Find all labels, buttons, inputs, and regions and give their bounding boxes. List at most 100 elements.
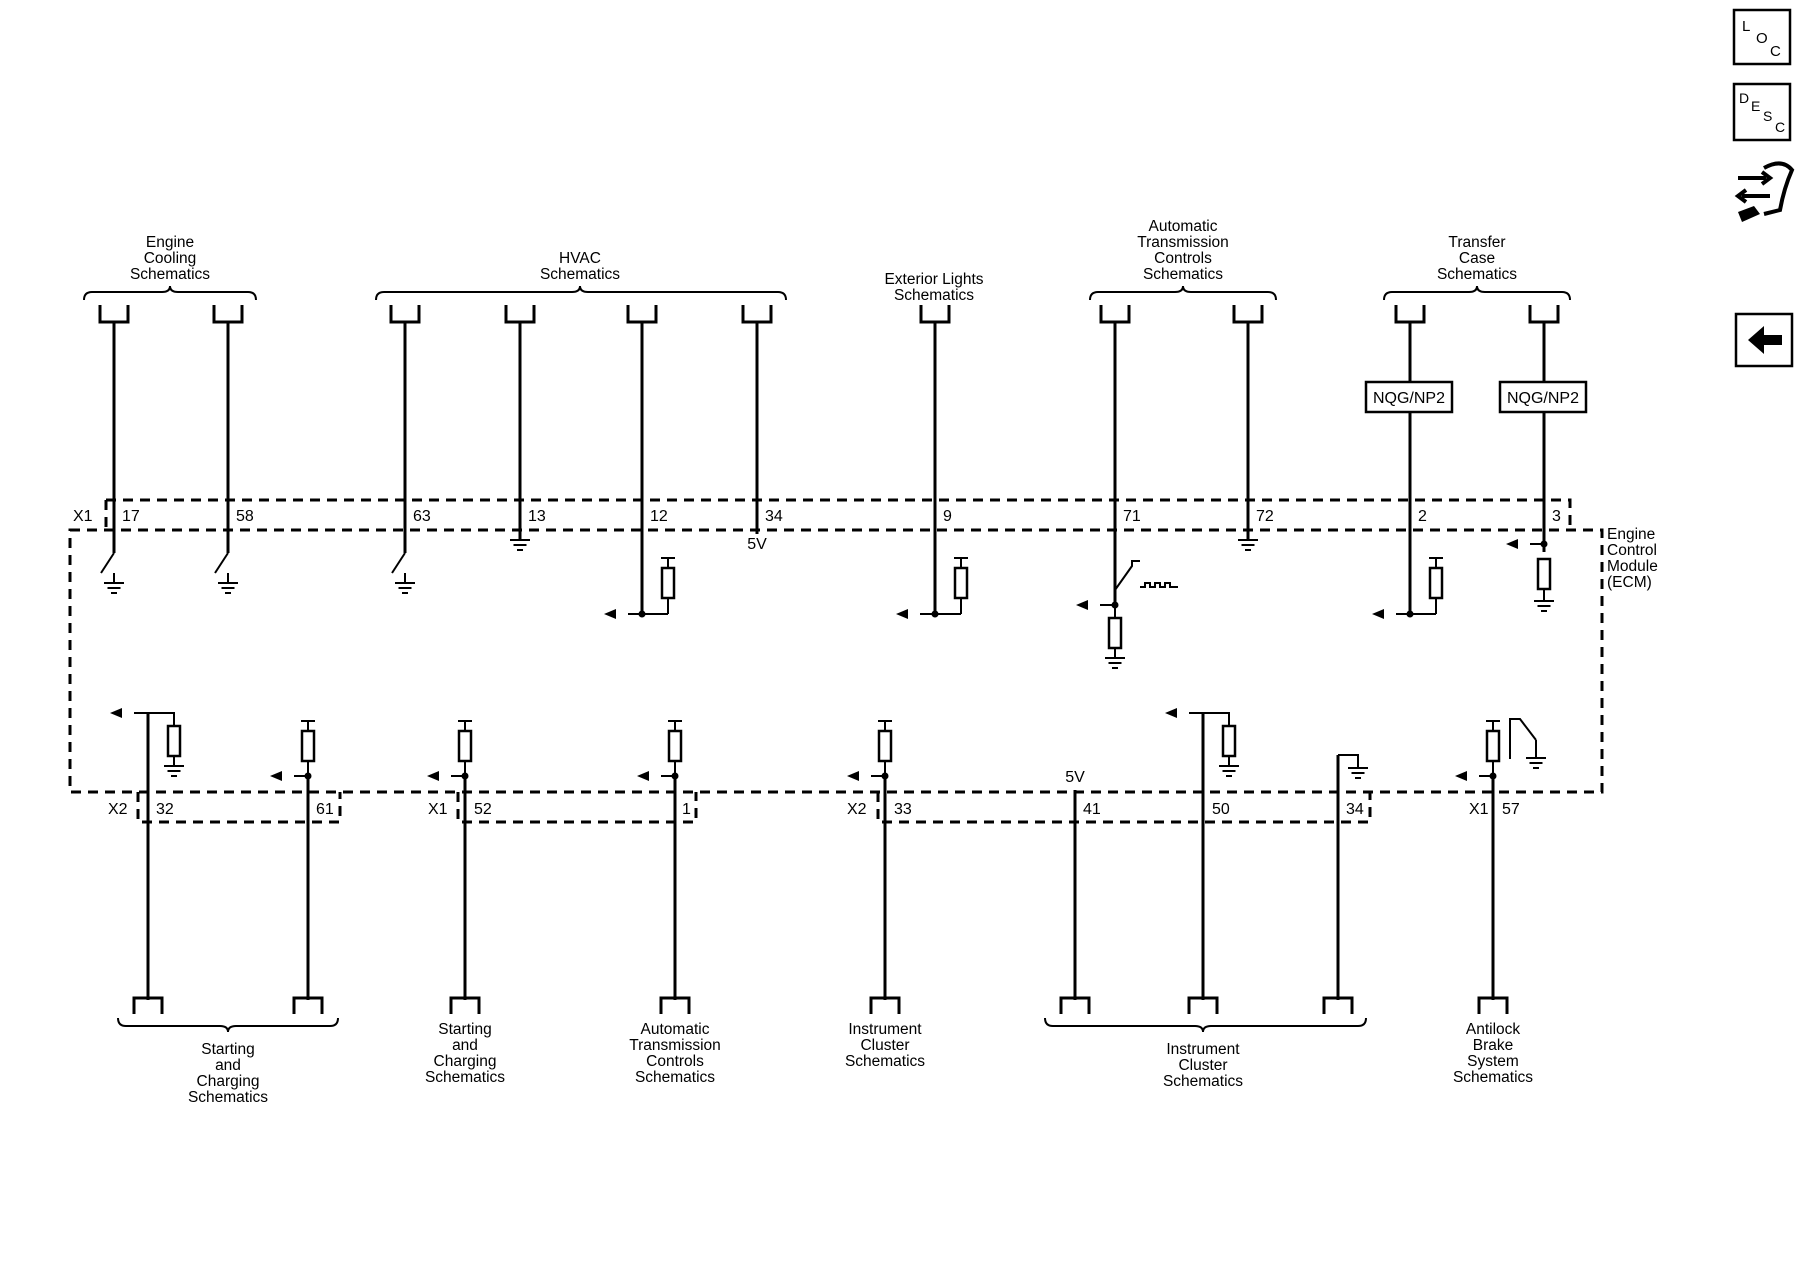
connector-wrench-icon[interactable]	[1734, 161, 1795, 222]
module-label-line: (ECM)	[1607, 574, 1652, 591]
label-line: Schematics	[635, 1069, 715, 1086]
label-line: Cluster	[1178, 1057, 1227, 1074]
desc-letter: E	[1751, 98, 1760, 114]
label-line: Engine	[146, 234, 194, 251]
label-line: and	[215, 1057, 241, 1074]
group-brace	[375, 285, 787, 301]
bottom-wires	[110, 708, 1547, 1000]
option-code-box-2: NQG/NP2	[1498, 380, 1588, 414]
group-brace	[1383, 285, 1571, 301]
module-label-line: Control	[1607, 542, 1657, 559]
pin-number: 50	[1212, 801, 1230, 818]
pin-number: 17	[122, 508, 140, 525]
label-line: Controls	[1154, 250, 1212, 267]
top-connector-outline	[106, 498, 1572, 530]
pin-number: 9	[943, 508, 952, 525]
label-line: Schematics	[130, 266, 210, 283]
label-line: Schematics	[845, 1053, 925, 1070]
pin-number: 71	[1123, 508, 1141, 525]
pin-number: 12	[650, 508, 668, 525]
top-pin-labels: 17 58 63 13 12 34 9 71 72 2 3	[122, 508, 1561, 525]
label-line: Schematics	[188, 1089, 268, 1106]
bottom-group-starting-charging-mid[interactable]: Starting and Charging Schematics	[425, 1021, 505, 1086]
label-line: Exterior Lights	[884, 271, 983, 288]
label-line: and	[452, 1037, 478, 1054]
label-line: Schematics	[1437, 266, 1517, 283]
pin-number: 13	[528, 508, 546, 525]
group-brace	[117, 1017, 339, 1033]
top-group-exterior-lights[interactable]: Exterior Lights Schematics	[884, 271, 983, 304]
bottom-connector-outline-x2-right	[876, 792, 1372, 824]
bottom-group-starting-charging-left[interactable]: Starting and Charging Schematics	[117, 1017, 339, 1106]
back-arrow-icon	[1748, 326, 1782, 354]
top-wires	[100, 322, 1555, 669]
label-line: Transfer	[1448, 234, 1505, 251]
label-line: Instrument	[1166, 1041, 1240, 1058]
loc-letter: L	[1742, 18, 1750, 35]
label-line: Schematics	[540, 266, 620, 283]
label-line: Controls	[646, 1053, 704, 1070]
bottom-connector-outline-x2-left	[136, 792, 342, 824]
top-group-hvac[interactable]: HVAC Schematics	[375, 250, 787, 301]
label-line: Cluster	[860, 1037, 909, 1054]
pin-number: 57	[1502, 801, 1520, 818]
pin-number: 2	[1418, 508, 1427, 525]
bottom-group-auto-trans[interactable]: Automatic Transmission Controls Schemati…	[629, 1021, 721, 1086]
label-line: Schematics	[1453, 1069, 1533, 1086]
top-group-auto-trans[interactable]: Automatic Transmission Controls Schemati…	[1089, 218, 1277, 301]
pin-number: 34	[1346, 801, 1364, 818]
pin-number: 34	[765, 508, 783, 525]
label-line: Starting	[201, 1041, 254, 1058]
label-line: Case	[1459, 250, 1495, 267]
bottom-group-instrument-cluster-left[interactable]: Instrument Cluster Schematics	[845, 1021, 925, 1070]
option-code-box-1: NQG/NP2	[1364, 380, 1454, 414]
pin-number: 41	[1083, 801, 1101, 818]
connector-id: X2	[108, 801, 128, 818]
label-line: Brake	[1473, 1037, 1514, 1054]
label-line: Schematics	[1143, 266, 1223, 283]
top-group-engine-cooling[interactable]: Engine Cooling Schematics	[83, 234, 257, 301]
module-label-line: Engine	[1607, 526, 1655, 543]
label-line: Automatic	[1149, 218, 1218, 235]
loc-letter: O	[1756, 30, 1768, 47]
ecm-module-outline	[68, 528, 1604, 794]
connector-id: X1	[1469, 801, 1489, 818]
label-line: Charging	[197, 1073, 260, 1090]
label-line: System	[1467, 1053, 1519, 1070]
label-line: HVAC	[559, 250, 601, 267]
module-label-line: Module	[1607, 558, 1658, 575]
bottom-group-antilock-brake[interactable]: Antilock Brake System Schematics	[1453, 1021, 1533, 1086]
label-line: Transmission	[1137, 234, 1229, 251]
group-brace	[83, 285, 257, 301]
bottom-connector-outline-x1-mid	[456, 792, 698, 824]
group-brace	[1044, 1017, 1367, 1033]
desc-letter: C	[1775, 119, 1785, 135]
pin-number: 72	[1256, 508, 1274, 525]
back-button[interactable]	[1734, 312, 1794, 368]
svg-text:NQG/NP2: NQG/NP2	[1373, 390, 1445, 407]
bottom-group-instrument-cluster-right[interactable]: Instrument Cluster Schematics	[1044, 1017, 1367, 1090]
pin-number: 33	[894, 801, 912, 818]
pin-number: 63	[413, 508, 431, 525]
label-line: Starting	[438, 1021, 491, 1038]
bottom-pin-labels: 32 61 52 1 33 41 50 34 57	[156, 801, 1520, 818]
label-line: Antilock	[1466, 1021, 1521, 1038]
pin-number: 32	[156, 801, 174, 818]
label-line: Transmission	[629, 1037, 721, 1054]
label-line: Schematics	[425, 1069, 505, 1086]
label-line: Instrument	[848, 1021, 922, 1038]
bottom-connector-symbols	[132, 996, 1509, 1014]
loc-button[interactable]: L O C	[1732, 8, 1792, 66]
pin-number: 1	[682, 801, 691, 818]
loc-letter: C	[1770, 43, 1781, 60]
connector-id: X2	[847, 801, 867, 818]
desc-letter: S	[1763, 108, 1772, 124]
label-line: Automatic	[641, 1021, 710, 1038]
group-brace	[1089, 285, 1277, 301]
desc-button[interactable]: D E S C	[1732, 82, 1792, 142]
label-line: Cooling	[144, 250, 197, 267]
top-group-transfer-case[interactable]: Transfer Case Schematics	[1383, 234, 1571, 301]
voltage-label: 5V	[747, 536, 767, 553]
pin-number: 52	[474, 801, 492, 818]
